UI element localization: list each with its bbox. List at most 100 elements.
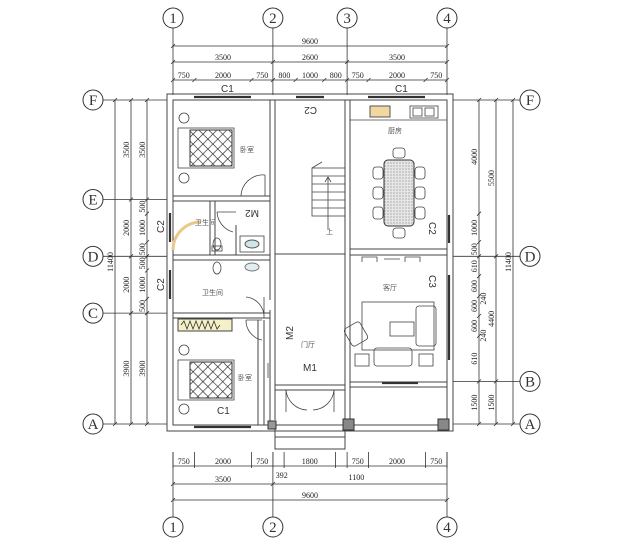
axis-label: B	[525, 374, 535, 390]
axis-bubble	[519, 245, 541, 267]
axis-label: A	[525, 417, 536, 433]
axis-label: D	[525, 249, 536, 265]
dimension-tick	[366, 77, 371, 83]
dimension-label: 750	[256, 457, 268, 466]
axis-label: F	[89, 93, 97, 109]
dimension-label: 1500	[487, 395, 496, 411]
axis-bubble	[82, 89, 104, 111]
dimension-label: 1000	[138, 277, 147, 293]
axis-bubble	[336, 7, 358, 29]
axis-label: 2	[269, 520, 277, 536]
axis-bubble	[262, 516, 284, 538]
dimension-label: 3500	[122, 142, 131, 158]
room-living-room: 客厅	[383, 283, 397, 292]
dimension-label: 2000	[122, 220, 131, 236]
dimension-label: 600	[470, 280, 479, 292]
dimension-label: 4000	[470, 149, 479, 165]
axis-label: 3	[343, 11, 351, 27]
dimension-label: 9600	[302, 37, 318, 46]
dimension-label: 500	[138, 201, 147, 213]
stairs	[311, 161, 346, 230]
dimension-note: 392	[276, 471, 288, 480]
axis-bubble	[162, 7, 184, 29]
dimension-label: 750	[256, 71, 268, 80]
dimension-tick	[293, 77, 299, 83]
axis-label: 4	[443, 520, 451, 536]
axis-bubble	[436, 7, 458, 29]
dimension-tick	[321, 77, 327, 83]
dimension-tick	[144, 296, 150, 302]
dimension-label: 3500	[215, 53, 231, 62]
dimension-tick	[476, 211, 482, 216]
axis-label: 1	[169, 11, 177, 27]
dimension-label: 2000	[389, 71, 405, 80]
dimension-label: 1800	[302, 457, 318, 466]
door-m1-label: M1	[303, 363, 317, 374]
dimension-tick	[476, 293, 482, 299]
dimension-label: 9600	[302, 491, 318, 500]
dimension-label: 750	[178, 71, 190, 80]
axis-label: D	[88, 249, 99, 265]
bed-bottom	[177, 344, 235, 415]
toilet-icon	[211, 237, 223, 275]
dimension-tick	[476, 333, 482, 339]
dimension-tick	[144, 268, 150, 273]
axis-bubble	[262, 7, 284, 29]
dimension-label: 3900	[122, 361, 131, 377]
axis-bubble	[519, 413, 541, 435]
dimension-tick	[192, 77, 197, 83]
dimension-label: 600	[470, 320, 479, 332]
axis-bubble	[82, 245, 104, 267]
dimension-label: 2000	[215, 457, 231, 466]
dimension-tick	[144, 211, 150, 216]
dimension-tick	[476, 313, 482, 319]
dimension-label: 600	[470, 300, 479, 312]
dimension-note: 1100	[349, 473, 365, 482]
dimension-label: 500	[138, 257, 147, 269]
dimension-label: 750	[178, 457, 190, 466]
windows	[168, 95, 451, 429]
dimension-label: 750	[352, 457, 364, 466]
dimension-label: 610	[470, 353, 479, 365]
dimension-label: 5500	[487, 170, 496, 186]
dimension-label: 800	[278, 71, 290, 80]
dimension-label: 2000	[215, 71, 231, 80]
dimension-label: 1000	[470, 220, 479, 236]
axis-label: A	[88, 417, 99, 433]
dimension-label: 500	[470, 243, 479, 255]
dimension-note: 240	[479, 293, 488, 305]
axis-label: E	[88, 192, 97, 208]
axis-bubble	[82, 413, 104, 435]
window-c1-label: C1	[221, 84, 234, 95]
dimension-tick	[476, 273, 482, 279]
window-c2-label: C2	[304, 104, 317, 115]
stair-up-label: 上	[326, 227, 333, 236]
axis-bubble	[519, 89, 541, 111]
room-bathroom: 卫生间	[195, 218, 216, 227]
dimension-label: 1000	[302, 71, 318, 80]
dimension-tick	[423, 77, 428, 83]
dimension-label: 800	[330, 71, 342, 80]
dimension-label: 750	[430, 457, 442, 466]
door-m2-label: M2	[285, 326, 296, 340]
axis-label: 1	[169, 520, 177, 536]
axis-label: 4	[443, 11, 451, 27]
dimension-label: 500	[138, 243, 147, 255]
axis-label: C	[88, 306, 98, 322]
dimension-label: 11400	[106, 252, 115, 272]
dimension-tick	[144, 239, 150, 245]
axis-bubble	[162, 516, 184, 538]
dimension-label: 1500	[470, 395, 479, 411]
kitchen-counter	[350, 105, 447, 121]
room-foyer: 门厅	[301, 340, 315, 349]
window-c2-label: C2	[156, 278, 167, 291]
door-m2-label: M2	[245, 207, 259, 218]
axis-label: 2	[269, 11, 277, 27]
dimension-label: 750	[430, 71, 442, 80]
window-c2-label: C2	[426, 222, 437, 235]
dining-table	[372, 147, 426, 239]
dimension-label: 3500	[138, 142, 147, 158]
axis-bubble	[519, 370, 541, 392]
